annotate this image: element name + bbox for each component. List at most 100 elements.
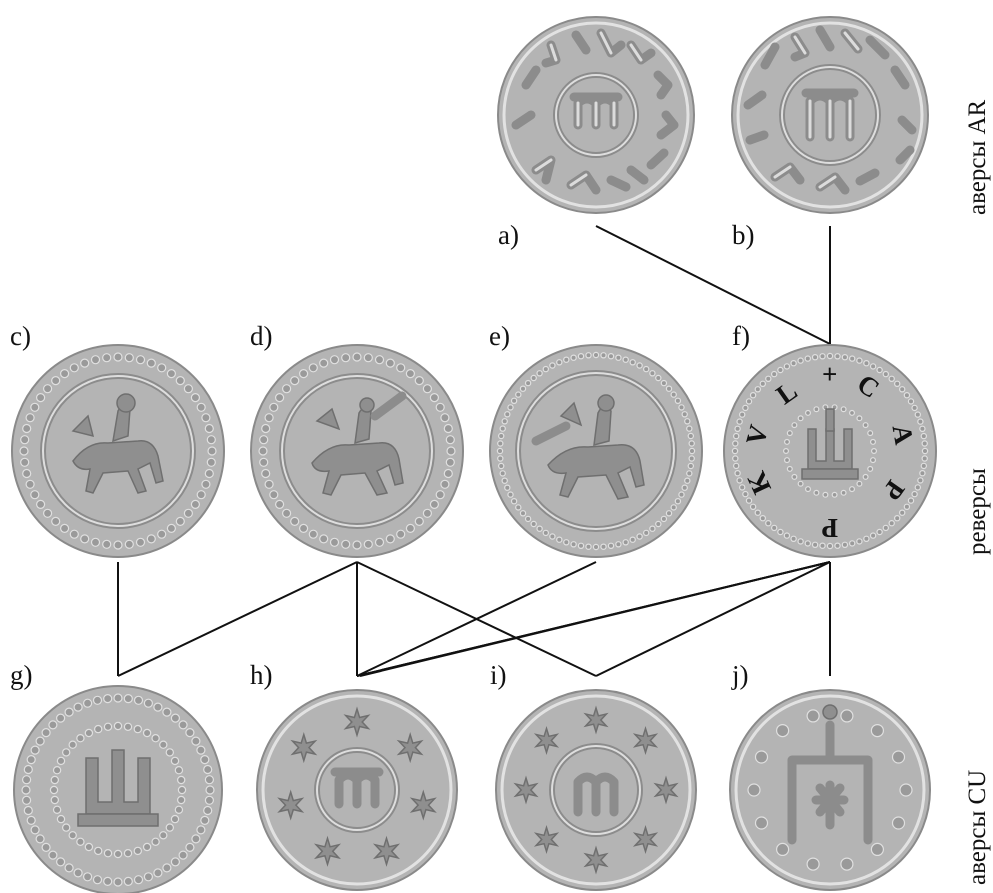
bead-dot [688, 433, 693, 438]
bead-dot [191, 394, 199, 402]
bead-dot [827, 353, 832, 358]
bead-dot [499, 463, 504, 468]
bead-dot [608, 354, 613, 359]
bead-dot [31, 403, 39, 411]
bead-dot [49, 851, 57, 859]
bead-dot [785, 440, 790, 445]
label-d: d) [250, 321, 273, 351]
bead-dot [516, 392, 521, 397]
bead-dot [430, 394, 438, 402]
bead-dot [883, 372, 888, 377]
bead-dot [406, 370, 414, 378]
bead-dot [260, 458, 268, 466]
bead-dot [31, 491, 39, 499]
bead-dot [436, 491, 444, 499]
bead-dot [201, 756, 209, 764]
bead-dot [734, 463, 739, 468]
bead-dot [167, 370, 175, 378]
bead-dot [85, 729, 92, 736]
label-f: f) [732, 321, 750, 351]
bead-dot [807, 858, 819, 870]
bead-dot [135, 696, 143, 704]
bead-dot [918, 478, 923, 483]
bead-dot [342, 354, 350, 362]
bead-dot [688, 463, 693, 468]
bead-dot [134, 726, 141, 733]
bead-dot [500, 471, 505, 476]
bead-dot [502, 478, 507, 483]
bead-dot [805, 356, 810, 361]
bead-dot [863, 423, 868, 428]
bead-dot [920, 471, 925, 476]
bead-dot [784, 449, 789, 454]
bead-dot [564, 540, 569, 545]
bead-dot [184, 385, 192, 393]
bead-dot [166, 749, 173, 756]
bead-dot [850, 411, 855, 416]
bead-dot [857, 358, 862, 363]
bead-dot [81, 359, 89, 367]
label-b: b) [732, 220, 755, 250]
bead-dot [21, 436, 29, 444]
bead-dot [171, 858, 179, 866]
coin-e [490, 345, 702, 557]
bead-dot [192, 835, 200, 843]
bead-dot [54, 806, 61, 813]
bead-dot [746, 399, 751, 404]
bead-dot [26, 480, 34, 488]
bead-dot [300, 524, 308, 532]
bead-dot [441, 480, 449, 488]
bead-dot [737, 419, 742, 424]
bead-dot [857, 539, 862, 544]
bead-dot [52, 517, 60, 525]
bead-dot [893, 751, 905, 763]
bead-dot [276, 500, 284, 508]
bead-dot [784, 533, 789, 538]
bead-dot [864, 361, 869, 366]
bead-dot [300, 370, 308, 378]
bead-dot [320, 535, 328, 543]
bead-dot [912, 405, 917, 410]
bead-dot [756, 751, 768, 763]
bead-dot [197, 403, 205, 411]
bead-dot [791, 536, 796, 541]
label-a: a) [498, 220, 519, 250]
coin-a [498, 17, 694, 213]
coin-i [496, 690, 696, 890]
bead-dot [900, 784, 912, 796]
bead-dot [152, 838, 159, 845]
bead-dot [52, 377, 60, 385]
bead-dot [291, 377, 299, 385]
bead-dot [841, 490, 846, 495]
bead-dot [423, 509, 431, 517]
bead-dot [531, 521, 536, 526]
coin-f: + C A P P K V L [724, 345, 936, 557]
bead-dot [755, 387, 760, 392]
bead-dot [550, 534, 555, 539]
bead-dot [37, 500, 45, 508]
coin-f-letter: + [822, 359, 837, 389]
bead-dot [772, 372, 777, 377]
bead-dot [637, 363, 642, 368]
bead-dot [178, 796, 185, 803]
bead-dot [571, 355, 576, 360]
bead-dot [685, 419, 690, 424]
bead-dot [877, 367, 882, 372]
bead-dot [23, 425, 31, 433]
bead-dot [430, 500, 438, 508]
label-h: h) [250, 660, 273, 690]
bead-dot [206, 786, 214, 794]
bead-dot [806, 487, 811, 492]
bead-dot [158, 530, 166, 538]
bead-dot [376, 538, 384, 546]
bead-dot [798, 358, 803, 363]
bead-dot [186, 729, 194, 737]
bead-dot [498, 441, 503, 446]
bead-dot [77, 735, 84, 742]
bead-dot [74, 703, 82, 711]
bead-dot [798, 539, 803, 544]
bead-dot [103, 354, 111, 362]
bead-dot [895, 381, 900, 386]
bead-dot [175, 806, 182, 813]
bead-dot [623, 540, 628, 545]
